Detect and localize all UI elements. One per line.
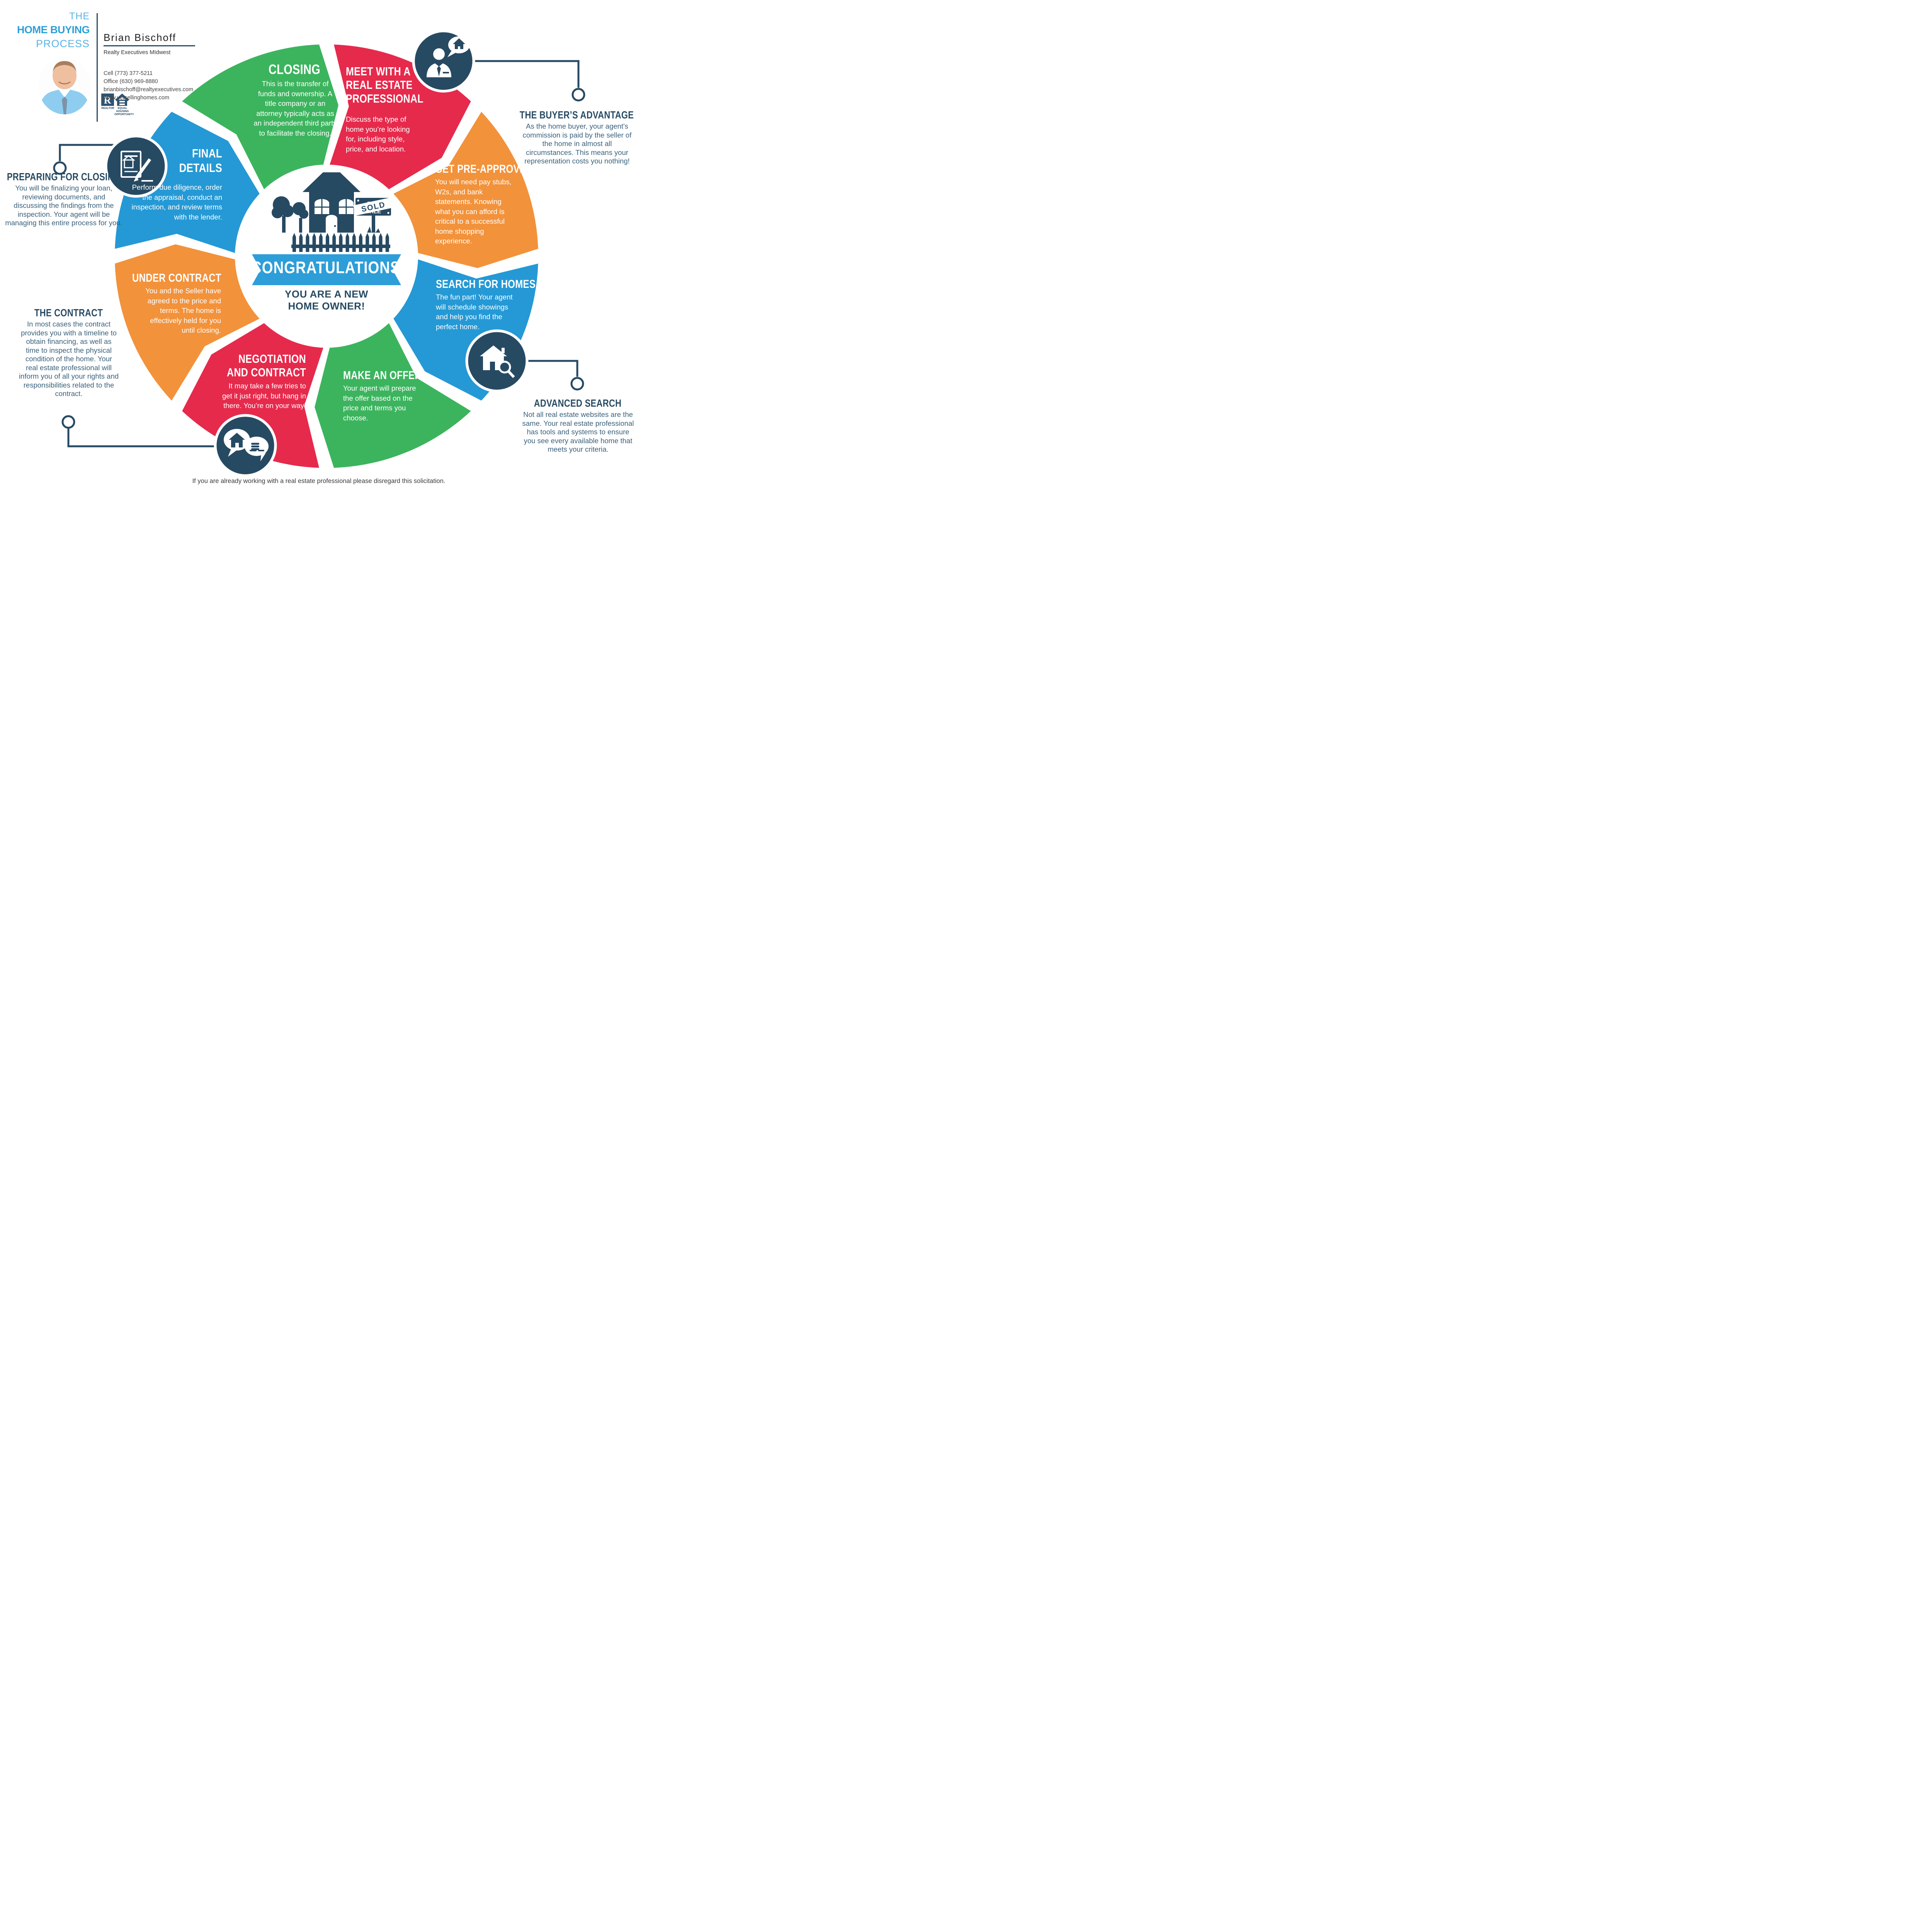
connector-node-the-contract xyxy=(61,415,75,429)
realtor-logo: R xyxy=(101,94,114,106)
contact-website: www.vetsellinghomes.com xyxy=(104,95,170,101)
fence-picket xyxy=(319,233,323,252)
step-description-negotiation: It may take a few tries to get it just r… xyxy=(222,382,306,410)
contact-email: brianbischoff@realtyexecutives.com xyxy=(104,87,194,93)
contact-office: Office (630) 969-8880 xyxy=(104,78,158,85)
connector-lines xyxy=(53,60,585,447)
center-illustration: FOR SALE SOLD xyxy=(272,172,393,252)
ring-segment-offer xyxy=(315,323,471,468)
step-label-negotiation: NEGOTIATION AND CONTRACT xyxy=(227,352,306,379)
ring-segment-closing xyxy=(182,44,338,189)
contract-badge xyxy=(104,134,168,198)
congratulations-ribbon xyxy=(252,254,401,285)
fence-picket xyxy=(312,233,316,252)
step-badges xyxy=(104,29,529,477)
fence-picket xyxy=(345,233,349,252)
step-description-closing: This is the transfer of funds and owners… xyxy=(253,80,337,137)
ring-segment-under-contract xyxy=(115,244,260,401)
equal-housing-caption: EQUAL HOUSING OPPORTUNITY xyxy=(114,107,134,116)
new-home-owner-text: YOU ARE A NEW HOME OWNER! xyxy=(285,288,368,312)
step-label-search: SEARCH FOR HOMES xyxy=(436,278,536,291)
step-description-offer: Your agent will prepare the offer based … xyxy=(343,384,416,422)
step-label-under-contract: UNDER CONTRACT xyxy=(132,272,221,285)
agent-name-rule xyxy=(104,45,195,46)
contact-cell: Cell (773) 377-5211 xyxy=(104,70,153,77)
realtor-logo-caption: REALTOR xyxy=(101,107,114,110)
callout-title-buyers-advantage: THE BUYER’S ADVANTAGE xyxy=(519,109,634,121)
fence-picket xyxy=(385,233,389,252)
infographic-canvas: FOR SALE SOLD xyxy=(0,0,638,493)
fence-picket xyxy=(332,233,336,252)
negotiation-badge xyxy=(214,414,277,477)
connector-buyers-advantage xyxy=(444,60,580,88)
agent-photo xyxy=(38,57,91,114)
title-line-the: THE xyxy=(69,11,90,22)
agency-name: Realty Executives MIdwest xyxy=(104,49,171,56)
house-icon xyxy=(303,172,361,233)
step-label-meet: MEET WITH A REAL ESTATE PROFESSIONAL xyxy=(346,65,423,105)
fence-picket xyxy=(306,233,310,252)
connector-the-contract xyxy=(67,428,245,447)
connector-node-preparing-for-closing xyxy=(53,161,67,175)
callout-title-preparing-for-closing: PREPARING FOR CLOSING xyxy=(7,171,121,183)
tree-icon xyxy=(272,196,308,233)
house-magnifier-icon xyxy=(480,345,515,378)
ring-segment-pre-approved xyxy=(393,112,538,268)
fence-picket xyxy=(366,233,369,252)
callout-text-advanced-search: Not all real estate websites are the sam… xyxy=(522,410,634,453)
fence-picket xyxy=(359,233,362,252)
callout-text-preparing-for-closing: You will be finalizing your loan, review… xyxy=(5,184,122,227)
fence-picket xyxy=(293,233,296,252)
contact-block: Cell (773) 377-5211 Office (630) 969-888… xyxy=(104,70,193,102)
congratulations-banner-text: CONGRATULATIONS! xyxy=(251,258,405,277)
fence-rail xyxy=(291,245,390,248)
picket-fence-icon xyxy=(293,233,389,252)
equal-housing-logo xyxy=(115,94,129,106)
callout-text-buyers-advantage: As the home buyer, your agent's commissi… xyxy=(522,122,632,165)
house-coins-speech-bubbles-icon xyxy=(224,429,269,461)
fence-picket xyxy=(352,233,356,252)
header-divider xyxy=(97,13,98,122)
infographic-title: THE HOME BUYING PROCESS xyxy=(11,12,90,49)
agent-speech-bubble-house-icon xyxy=(427,36,470,77)
svg-text:R: R xyxy=(104,95,111,106)
step-description-under-contract: You and the Seller have agreed to the pr… xyxy=(145,287,221,334)
agent-badge xyxy=(412,29,475,93)
search-badge xyxy=(465,329,529,393)
step-description-meet: Discuss the type of home you’re looking … xyxy=(346,115,410,153)
fence-picket xyxy=(299,233,303,252)
callout-text-the-contract: In most cases the contract provides you … xyxy=(19,320,119,398)
step-label-closing: CLOSING xyxy=(268,62,321,77)
step-label-final-details: FINAL DETAILS xyxy=(179,146,222,175)
connector-node-advanced-search xyxy=(570,377,584,391)
step-description-search: The fun part! Your agent will schedule s… xyxy=(436,293,513,331)
callout-title-advanced-search: ADVANCED SEARCH xyxy=(534,397,622,409)
disclaimer: If you are already working with a real e… xyxy=(192,478,446,485)
callout-title-the-contract: THE CONTRACT xyxy=(34,307,103,319)
step-description-final-details: Perform due diligence, order the apprais… xyxy=(131,183,222,221)
step-description-pre-approved: You will need pay stubs, W2s, and bank s… xyxy=(435,178,512,245)
contract-pen-icon xyxy=(121,151,153,182)
agent-name: Brian Bischoff xyxy=(104,32,176,43)
fence-picket xyxy=(326,233,329,252)
step-label-pre-approved: GET PRE-APPROVED xyxy=(435,163,533,176)
connector-node-buyers-advantage xyxy=(571,88,585,102)
connector-preparing-for-closing xyxy=(59,144,128,161)
fence-picket xyxy=(339,233,343,252)
fence-picket xyxy=(379,233,383,252)
step-label-offer: MAKE AN OFFER xyxy=(343,369,422,382)
title-line-home-buying: HOME BUYING xyxy=(17,24,90,36)
fence-picket xyxy=(372,233,376,252)
sold-sign-icon: FOR SALE SOLD xyxy=(353,197,393,233)
title-line-process: PROCESS xyxy=(36,38,90,49)
